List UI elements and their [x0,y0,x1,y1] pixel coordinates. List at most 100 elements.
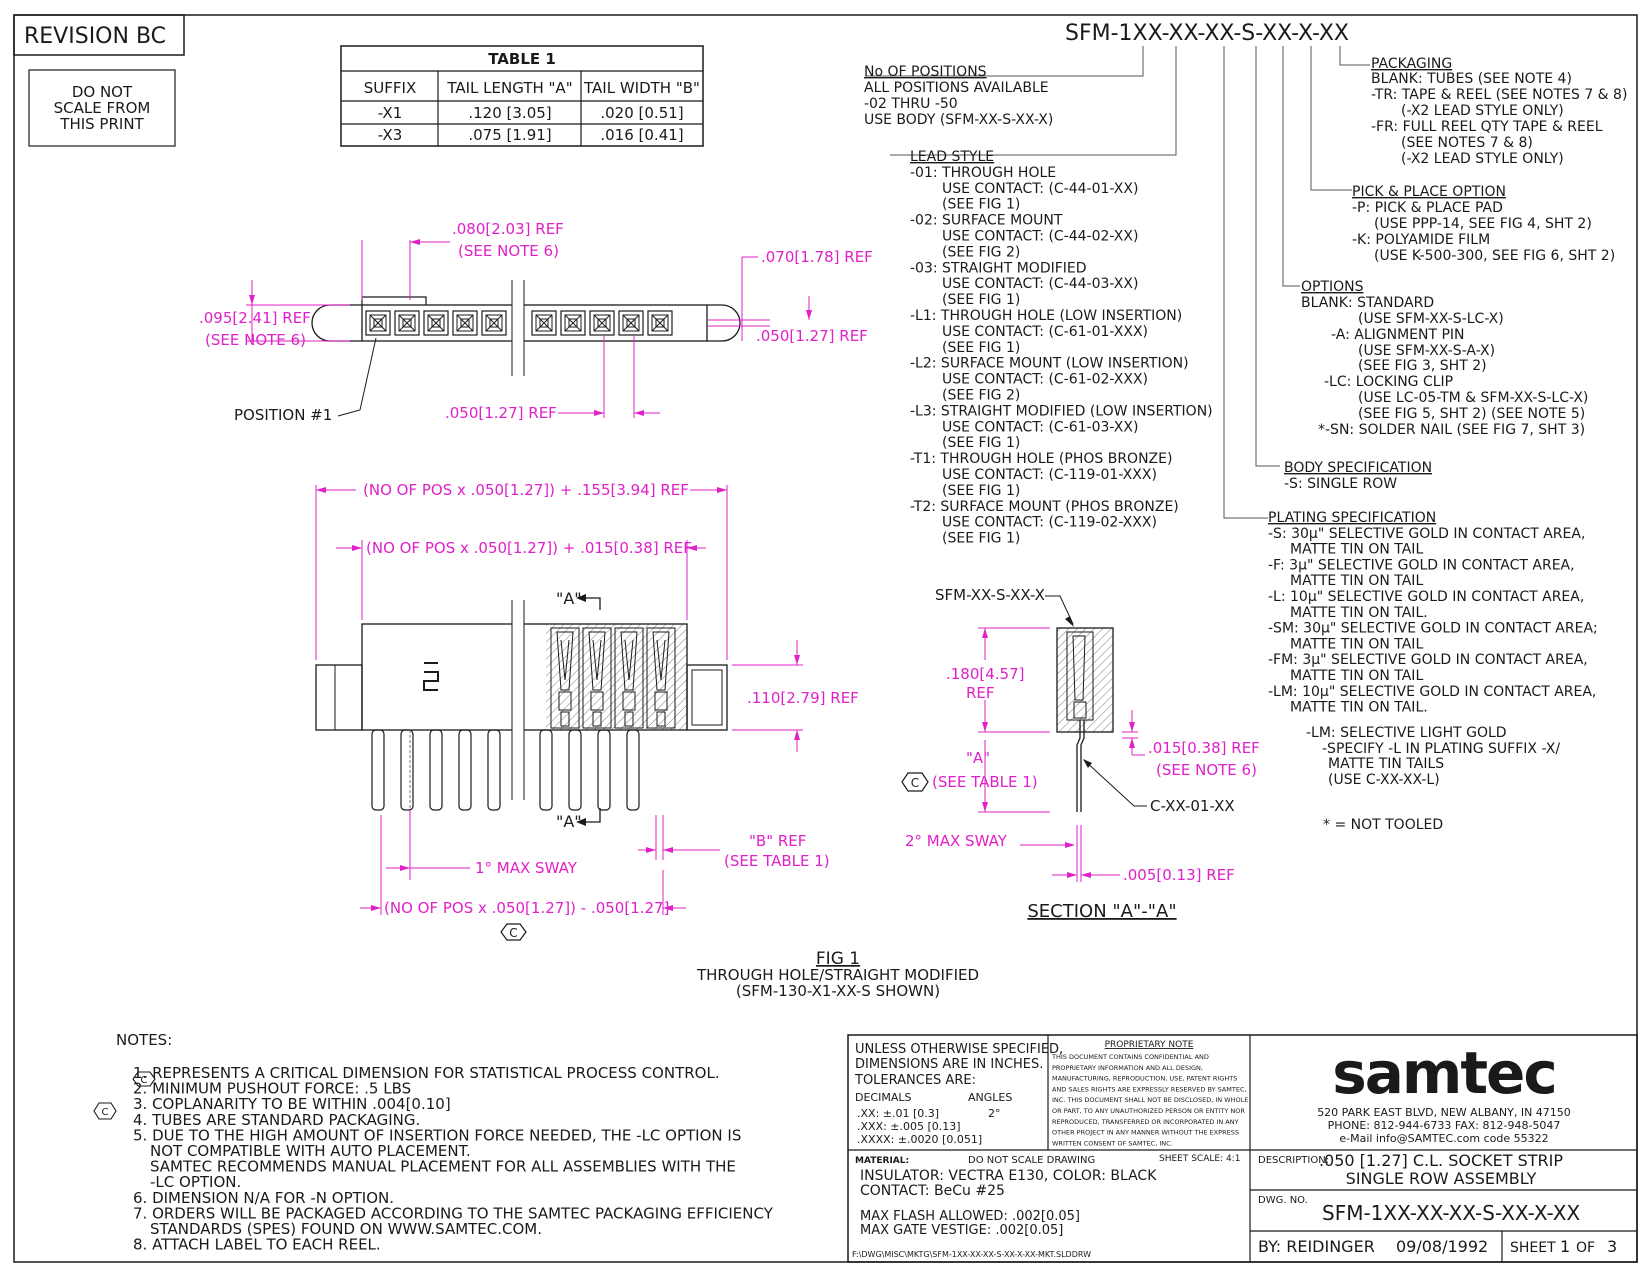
proprietary-line: OR PART, TO ANY UNAUTHORIZED PERSON OR E… [1052,1107,1245,1115]
callout-line: (SEE FIG 2) [942,244,1020,260]
contact-cutaway [614,627,644,729]
pin-tail [626,729,640,811]
tolerance-angle-value: 2° [988,1107,1001,1120]
callout-line: (USE C-XX-XX-L) [1328,772,1440,788]
callout-line: (SEE FIG 1) [942,197,1020,213]
callout-line: (-X2 LEAD STYLE ONLY) [1401,103,1564,119]
proprietary-line: WRITTEN CONSENT OF SAMTEC, INC. [1052,1139,1173,1147]
callout-line: MATTE TIN ON TAIL. [1290,700,1428,716]
dwg-no-label: DWG. NO. [1258,1195,1308,1206]
company-phone: PHONE: 812-944-6733 FAX: 812-948-5047 [1328,1119,1561,1132]
dim-label: .110[2.79] REF [747,689,859,707]
callout-line: -T1: THROUGH HOLE (PHOS BRONZE) [910,451,1172,467]
callout-line: -F: 3µ" SELECTIVE GOLD IN CONTACT AREA, [1268,557,1575,573]
callout-line: -TR: TAPE & REEL (SEE NOTES 7 & 8) [1371,87,1627,103]
dim-label: 2° MAX SWAY [905,832,1008,850]
callout-line: MATTE TIN ON TAIL [1290,573,1423,589]
dim-label: .015[0.38] REF [1148,739,1260,757]
callout-line: *-SN: SOLDER NAIL (SEE FIG 7, SHT 3) [1318,422,1585,438]
description-line: SINGLE ROW ASSEMBLY [1346,1169,1537,1188]
callout-line: (USE LC-05-TM & SFM-XX-S-LC-X) [1358,390,1588,406]
critical-dimension-letter: C [509,926,517,940]
description-label: DESCRIPTION: [1258,1155,1329,1166]
callout-line: (SEE FIG 1) [942,340,1020,356]
sheet-word: SHEET [1510,1240,1556,1256]
proprietary-line: THIS DOCUMENT CONTAINS CONFIDENTIAL AND [1051,1053,1209,1061]
callout-heading: LEAD STYLE [910,149,994,165]
dim-label: (SEE NOTE 6) [458,242,559,260]
callout-label: C-XX-01-XX [1150,797,1235,815]
dim-label: .180[4.57] [946,665,1025,683]
callout-line: -FM: 3µ" SELECTIVE GOLD IN CONTACT AREA, [1268,652,1588,668]
do-not-scale-line: SCALE FROM [54,99,151,117]
dim-label: (NO OF POS x .050[1.27]) + .015[0.38] RE… [366,539,692,557]
callout-line: BLANK: STANDARD [1301,295,1434,311]
callout-line: -S: 30µ" SELECTIVE GOLD IN CONTACT AREA, [1268,526,1585,542]
critical-dimension-letter: C [911,776,919,790]
do-not-scale-box [28,69,176,147]
not-tooled-note: * = NOT TOOLED [1323,817,1443,833]
callout-line: (SEE FIG 1) [942,292,1020,308]
table-cell: .075 [1.91] [468,126,551,144]
callout-line: -A: ALIGNMENT PIN [1331,327,1465,343]
front-view-dimensions: (NO OF POS x .050[1.27]) + .155[3.94] RE… [315,481,859,941]
callout-line: -L1: THROUGH HOLE (LOW INSERTION) [910,308,1182,324]
max-flash: MAX FLASH ALLOWED: .002[0.05] [860,1209,1080,1224]
callout-line: (-X2 LEAD STYLE ONLY) [1401,151,1564,167]
proprietary-line: MANUFACTURING, REPRODUCTION, USE, PATENT… [1052,1075,1237,1083]
table-cell: .020 [0.51] [600,104,683,122]
callout-heading: PICK & PLACE OPTION [1352,184,1506,200]
callout-line: USE CONTACT: (C-119-02-XXX) [942,515,1157,531]
contact-cell [647,310,673,336]
sheet-scale: SHEET SCALE: 4:1 [1159,1154,1240,1164]
callout-line: MATTE TIN TAILS [1328,756,1444,772]
callout-label: POSITION #1 [234,406,332,424]
table-cell: .016 [0.41] [600,126,683,144]
proprietary-line: INC. THIS DOCUMENT SHALL NOT BE DISCLOSE… [1052,1096,1248,1104]
callout-line: -SM: 30µ" SELECTIVE GOLD IN CONTACT AREA… [1268,621,1598,637]
callout-line: -K: POLYAMIDE FILM [1352,232,1490,248]
callout-line: -P: PICK & PLACE PAD [1352,200,1503,216]
callout-line: MATTE TIN ON TAIL [1290,542,1423,558]
callout-heading: No OF POSITIONS [864,64,987,80]
callout-line: -S: SINGLE ROW [1284,476,1397,492]
callout-line: ALL POSITIONS AVAILABLE [864,80,1049,96]
callout-line: (USE SFM-XX-S-A-X) [1358,343,1495,359]
callout-line: -SPECIFY -L IN PLATING SUFFIX -X/ [1322,741,1560,757]
pin-tail [400,729,414,812]
tolerance-line: TOLERANCES ARE: [854,1073,976,1088]
callout-line: MATTE TIN ON TAIL [1290,668,1423,684]
note-line: 7. ORDERS WILL BE PACKAGED ACCORDING TO … [133,1204,774,1222]
pin-tail [487,729,501,811]
table-title: TABLE 1 [488,50,556,68]
contact-cell [618,310,644,336]
callout-line: -LC: LOCKING CLIP [1324,374,1453,390]
note-line: NOT COMPATIBLE WITH AUTO PLACEMENT. [150,1142,471,1160]
critical-dimension-symbol [901,772,929,792]
note-line: 5. DUE TO THE HIGH AMOUNT OF INSERTION F… [133,1126,741,1144]
sheet-number: 1 [1560,1237,1570,1256]
section-mark: "A" [556,812,582,831]
callout-line: (USE PPP-14, SEE FIG 4, SHT 2) [1374,216,1592,232]
drawn-by: BY: REIDINGER [1258,1237,1375,1256]
company-address: 520 PARK EAST BLVD, NEW ALBANY, IN 47150 [1317,1106,1571,1119]
pin-tail [458,729,472,811]
proprietary-line: REPRODUCED, TRANSFERRED OR INCORPORATED … [1052,1118,1239,1126]
callout-line: USE CONTACT: (C-119-01-XXX) [942,467,1157,483]
dim-label: .005[0.13] REF [1123,866,1235,884]
table-cell: -X3 [378,126,403,144]
pin-tail [597,729,611,811]
callout-line: (SEE FIG 2) [942,388,1020,404]
note-line: -LC OPTION. [150,1173,241,1191]
dwg-number: SFM-1XX-XX-XX-S-XX-X-XX [1322,1201,1580,1225]
callout-line: (SEE FIG 3, SHT 2) [1358,358,1487,374]
lm-note: -LM: SELECTIVE LIGHT GOLD -SPECIFY -L IN… [1306,725,1560,788]
fig-1-caption: FIG 1 THROUGH HOLE/STRAIGHT MODIFIED (SF… [696,949,979,1000]
top-view-dimensions: .080[2.03] REF (SEE NOTE 6) .095[2.41] R… [199,220,873,422]
callout-line: USE BODY (SFM-XX-S-XX-X) [864,112,1053,128]
callout-line: -L3: STRAIGHT MODIFIED (LOW INSERTION) [910,403,1213,419]
table-header: TAIL WIDTH "B" [583,79,700,97]
contact-material: CONTACT: BeCu #25 [860,1183,1005,1199]
callout-line: -L2: SURFACE MOUNT (LOW INSERTION) [910,356,1189,372]
section-title: SECTION "A"-"A" [1027,901,1176,922]
